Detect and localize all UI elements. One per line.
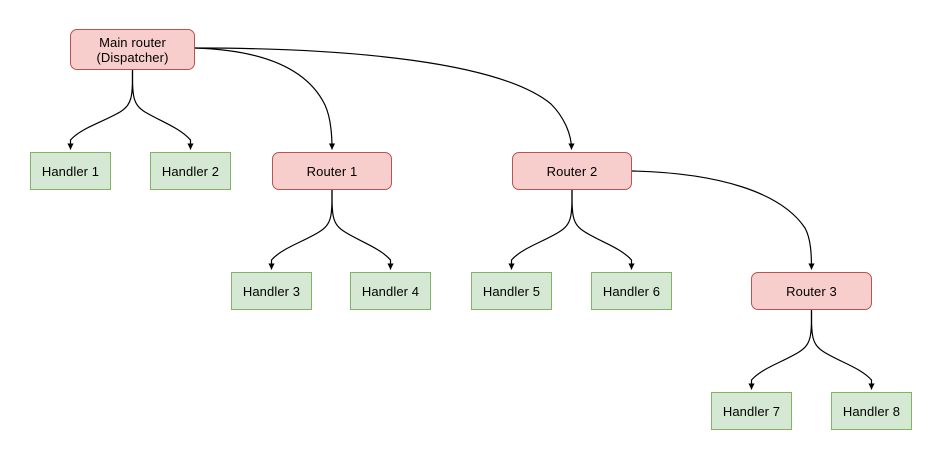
edge-router-3-to-handler-7 bbox=[748, 309, 813, 390]
edge-router-2-to-router-3 bbox=[631, 170, 815, 270]
node-label-handler-7: Handler 7 bbox=[722, 403, 781, 419]
node-router-2[interactable]: Router 2 bbox=[512, 152, 632, 190]
edge-router-2-to-handler-6 bbox=[571, 189, 635, 270]
edge-router-2-to-handler-5 bbox=[508, 189, 573, 270]
edge-main-to-router-2 bbox=[194, 47, 575, 150]
edge-group bbox=[67, 47, 875, 390]
node-handler-5[interactable]: Handler 5 bbox=[471, 272, 552, 310]
node-router-3[interactable]: Router 3 bbox=[751, 272, 872, 310]
node-handler-6[interactable]: Handler 6 bbox=[591, 272, 672, 310]
edge-main-to-router-1 bbox=[194, 47, 336, 150]
node-handler-7[interactable]: Handler 7 bbox=[711, 392, 792, 430]
node-main-router[interactable]: Main router (Dispatcher) bbox=[70, 29, 195, 70]
node-handler-1[interactable]: Handler 1 bbox=[30, 152, 111, 190]
node-label-main-router: Main router (Dispatcher) bbox=[96, 34, 169, 65]
node-label-router-3: Router 3 bbox=[786, 283, 837, 299]
node-handler-8[interactable]: Handler 8 bbox=[831, 392, 912, 430]
node-label-router-1: Router 1 bbox=[306, 163, 358, 179]
node-label-handler-8: Handler 8 bbox=[842, 403, 901, 419]
node-label-handler-3: Handler 3 bbox=[242, 283, 301, 299]
node-label-handler-2: Handler 2 bbox=[161, 163, 220, 179]
node-router-1[interactable]: Router 1 bbox=[272, 152, 392, 190]
edge-router-1-to-handler-3 bbox=[268, 189, 333, 270]
node-label-handler-1: Handler 1 bbox=[41, 163, 100, 179]
node-label-handler-6: Handler 6 bbox=[602, 283, 661, 299]
edge-main-to-handler-1 bbox=[67, 69, 134, 150]
edge-router-1-to-handler-4 bbox=[331, 189, 394, 270]
node-handler-2[interactable]: Handler 2 bbox=[150, 152, 231, 190]
edge-main-to-handler-2 bbox=[131, 69, 194, 150]
node-label-handler-5: Handler 5 bbox=[482, 283, 541, 299]
edge-router-3-to-handler-8 bbox=[810, 309, 875, 390]
node-handler-4[interactable]: Handler 4 bbox=[350, 272, 431, 310]
node-label-router-2: Router 2 bbox=[546, 163, 598, 179]
node-label-handler-4: Handler 4 bbox=[361, 283, 420, 299]
node-handler-3[interactable]: Handler 3 bbox=[231, 272, 312, 310]
